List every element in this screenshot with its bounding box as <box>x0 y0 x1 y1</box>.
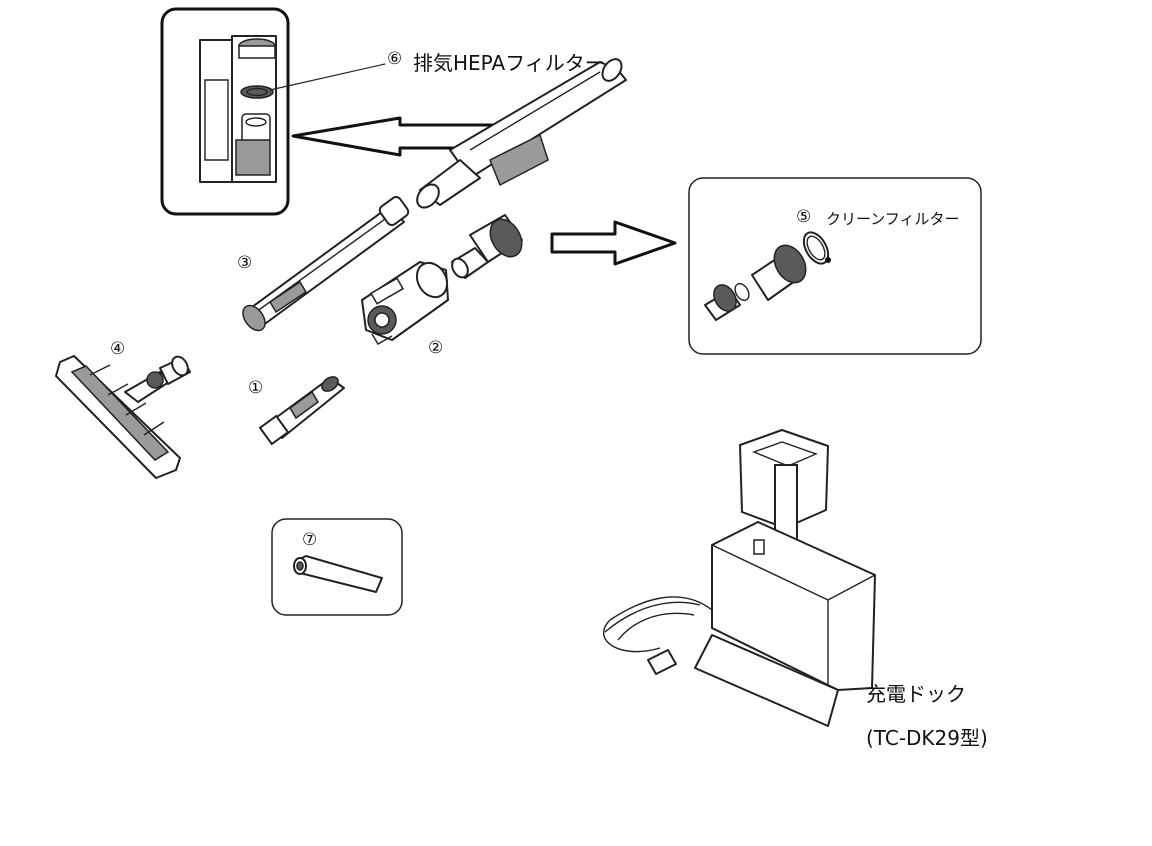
part-number-5: ⑤ <box>796 207 812 227</box>
charging-dock <box>603 429 876 727</box>
part-number-3: ③ <box>237 253 253 273</box>
part-number-2: ② <box>428 338 444 358</box>
hepa-filter-label: 排気HEPAフィルター <box>413 51 605 75</box>
hepa-detail-inset <box>160 7 386 216</box>
clean-filter-inset <box>688 177 982 355</box>
part-number-4: ④ <box>110 339 126 359</box>
part-number-7: ⑦ <box>302 530 318 550</box>
cyclone-unit <box>451 214 523 279</box>
floor-nozzle <box>55 355 191 479</box>
clean-filter-label: クリーンフィルター <box>826 210 960 228</box>
crevice-nozzle <box>258 376 345 446</box>
dust-cup <box>361 261 449 345</box>
dock-model-label: (TC-DK29型) <box>866 726 988 750</box>
vacuum-main-body <box>416 58 627 209</box>
part-number-1: ① <box>248 378 264 398</box>
dock-name-label: 充電ドック <box>866 682 966 706</box>
part-number-6: ⑥ <box>387 49 403 69</box>
arrow-right-icon <box>550 220 677 266</box>
part7-inset <box>271 518 403 616</box>
extension-pipe <box>242 196 410 332</box>
